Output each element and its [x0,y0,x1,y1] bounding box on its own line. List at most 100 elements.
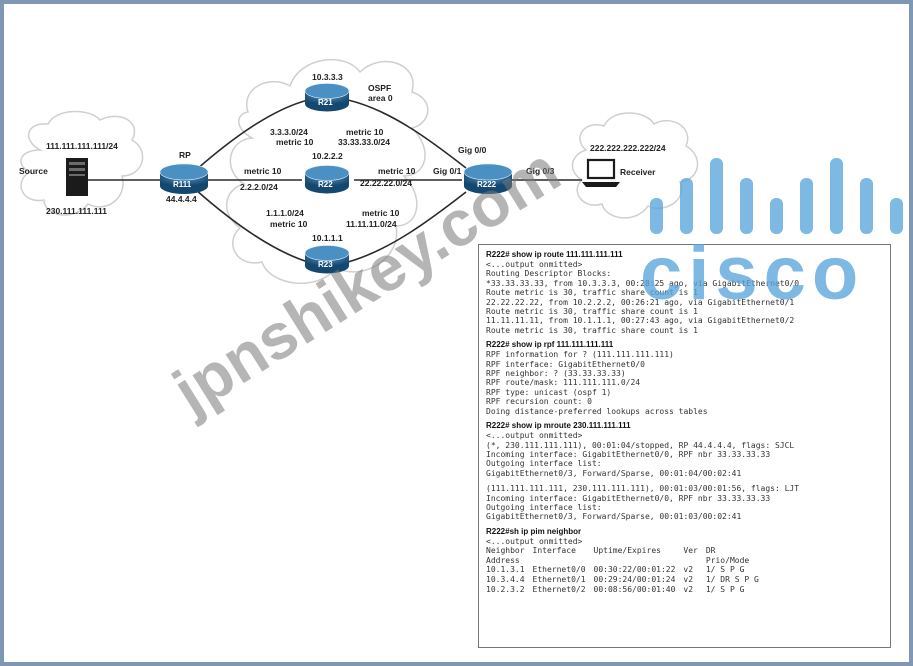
cisco-logo-bars-icon [650,158,903,234]
interface-gig00-label: Gig 0/0 [458,145,487,155]
cli-line: GigabitEthernet0/3, Forward/Sparse, 00:0… [486,512,742,522]
router-r21-icon [304,83,350,112]
router-r222-name: R222 [477,180,497,189]
router-r111-address: 44.4.4.4 [166,194,197,204]
cli-line: RPF interface: GigabitEthernet0/0 [486,359,645,369]
show-ip-mroute-command: R222# show ip mroute 230.111.111.111 [486,421,631,431]
link-r21-r222-metric: metric 10 [346,127,384,137]
table-header-cell: Ver [683,546,698,556]
cli-line: <...output onmitted> [486,431,583,441]
table-cell: v2 [683,584,694,594]
show-pim-neighbor-command: R222#sh ip pim neighbor [486,526,582,536]
table-row: 10.1.3.1 Ethernet0/0 00:30:22/00:01:22 v… [486,565,767,575]
router-r23-icon [304,245,350,274]
pim-neighbor-table: Neighbor Interface Uptime/Expires Ver DR… [486,546,767,594]
cli-line: GigabitEthernet0/3, Forward/Sparse, 00:0… [486,468,742,478]
rp-role-label: RP [179,150,191,160]
cli-line: 11.11.11.11, from 10.1.1.1, 00:27:43 ago… [486,316,795,326]
router-r22-address: 10.2.2.2 [312,151,343,161]
source-address-label: 111.111.111.111/24 [46,141,118,151]
show-pim-neighbor-section: R222#sh ip pim neighbor <...output onmit… [486,527,883,594]
cli-line: Routing Descriptor Blocks: [486,269,612,279]
show-ip-rpf-section: R222# show ip rpf 111.111.111.111 RPF in… [486,340,883,416]
table-cell: 10.2.3.2 [486,584,525,594]
receiver-cloud [571,112,699,219]
cli-line: <...output onmitted> [486,260,583,269]
link-r23-r222-metric: metric 10 [362,208,400,218]
link-r111-r22-network: 2.2.2.0/24 [240,182,278,192]
link-r111-r23-network: 1.1.1.0/24 [266,208,304,218]
cli-line: *33.33.33.33, from 10.3.3.3, 00:28:25 ag… [486,278,800,288]
link-r111-r21-metric: metric 10 [276,137,314,147]
table-cell: Ethernet0/2 [532,584,586,594]
cli-line: Route metric is 30, traffic share count … [486,288,698,298]
link-r22-r222-network: 22.22.22.0/24 [360,178,412,188]
table-cell: Ethernet0/1 [532,574,586,584]
show-ip-mroute-section: R222# show ip mroute 230.111.111.111 <..… [486,421,883,522]
show-ip-route-command: R222# show ip route 111.111.111.111 [486,250,623,259]
source-group-label: 230.111.111.111 [46,206,107,216]
cli-line: RPF information for ? (111.111.111.111) [486,350,674,360]
cli-line: <...output onmitted> [486,536,583,546]
table-header-cell: Address [486,555,520,565]
link-r111-r22-metric: metric 10 [244,166,282,176]
source-title: Source [19,166,48,176]
router-r21-name: R21 [318,98,333,107]
table-header-row: Address Prio/Mode [486,556,767,566]
cli-output-panel: R222# show ip route 111.111.111.111 <...… [478,244,891,648]
table-cell: 1/ S P G [705,565,745,575]
table-cell: 1/ S P G [705,584,745,594]
cli-line: Incoming interface: GigabitEthernet0/0, … [486,493,771,503]
router-r222-icon [463,163,513,194]
table-header-cell [683,556,705,566]
cli-line: RPF neighbor: ? (33.33.33.33) [486,369,626,379]
cli-line: RPF route/mask: 111.111.111.0/24 [486,378,641,388]
router-r111-name: R111 [173,180,192,189]
cli-line: RPF type: unicast (ospf 1) [486,387,612,397]
table-header-cell: Uptime/Expires [593,546,661,556]
table-header-cell [594,556,684,566]
table-cell: 1/ DR S P G [705,574,759,584]
table-cell: 00:08:56/00:01:40 [593,584,676,594]
interface-gig01-label: Gig 0/1 [433,166,462,176]
table-row: 10.2.3.2 Ethernet0/2 00:08:56/00:01:40 v… [486,585,767,595]
table-cell: v2 [683,565,694,575]
show-ip-rpf-command: R222# show ip rpf 111.111.111.111 [486,340,614,350]
link-r23-r222-network: 11.11.11.0/24 [346,219,397,229]
source-server-icon [66,158,88,196]
router-r23-address: 10.1.1.1 [312,233,343,243]
table-header-cell: Interface [532,546,576,556]
table-cell: v2 [683,574,694,584]
link-r22-r222-metric: metric 10 [378,166,416,176]
link-r21-r222-network: 33.33.33.0/24 [338,137,390,147]
ospf-area-label: OSPF area 0 [368,83,393,103]
table-header-cell: Prio/Mode [705,555,750,565]
router-r22-icon [304,165,350,194]
cli-line: Route metric is 30, traffic share count … [486,307,698,317]
table-header-cell: Neighbor [486,546,525,556]
table-cell: 00:29:24/00:01:24 [593,574,676,584]
cli-line: (*, 230.111.111.111), 00:01:04/stopped, … [486,440,795,450]
cli-line: Doing distance-preferred lookups across … [486,406,708,416]
cli-line: Outgoing interface list: [486,502,602,512]
table-header-cell: DR [705,546,716,556]
table-cell: Ethernet0/0 [532,565,586,575]
cli-line: Outgoing interface list: [486,459,602,469]
cli-line: Incoming interface: GigabitEthernet0/0, … [486,449,771,459]
table-cell: 10.1.3.1 [486,565,525,575]
interface-gig03-label: Gig 0/3 [526,166,555,176]
show-ip-route-section: R222# show ip route 111.111.111.111 <...… [486,250,883,335]
cli-line: 22.22.22.22, from 10.2.2.2, 00:26:21 ago… [486,297,795,307]
router-r111-icon [159,163,209,194]
link-r111-r23-metric: metric 10 [270,219,308,229]
cli-line: Route metric is 30, traffic share count … [486,325,698,335]
cli-line: RPF recursion count: 0 [486,397,592,407]
router-r21-address: 10.3.3.3 [312,72,343,82]
table-header-cell [533,556,594,566]
cli-line: (111.111.111.111, 230.111.111.111), 00:0… [486,484,800,494]
router-r22-name: R22 [318,180,333,189]
table-row: 10.3.4.4 Ethernet0/1 00:29:24/00:01:24 v… [486,575,767,585]
router-r23-name: R23 [318,260,333,269]
